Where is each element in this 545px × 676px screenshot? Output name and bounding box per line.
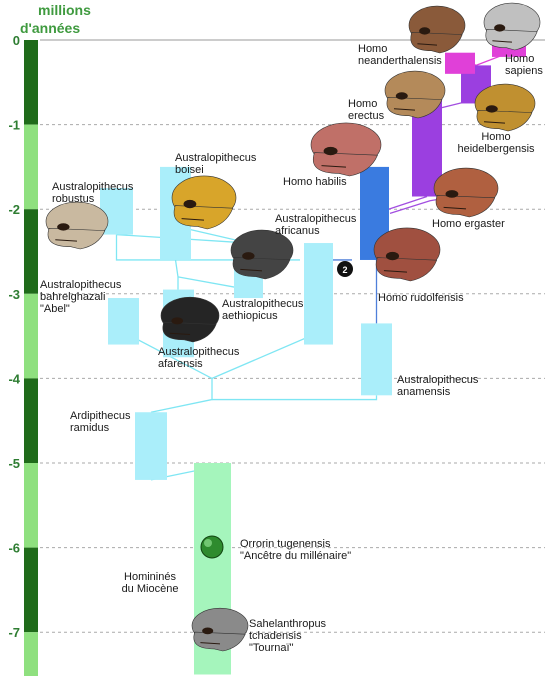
axis-segment-4: [24, 378, 38, 463]
skull-sapiens-icon: [483, 2, 541, 51]
bar-anamensis: [361, 323, 392, 396]
axis-segment-7: [24, 632, 38, 676]
axis-title-line2: d'années: [20, 20, 80, 36]
axis-segment-3: [24, 293, 38, 379]
bar-bahrelghazali: [108, 298, 139, 345]
skull-heidelbergensis-icon: [474, 83, 536, 132]
axis-segment-6: [24, 547, 38, 633]
skull-sahelanthropus-icon: [191, 607, 249, 652]
line-habilis-erectus: [388, 195, 428, 210]
time-axis: 0 -1 -2 -3 -4 -5 -6 -7: [8, 33, 38, 676]
label-orrorin: Orrorin tugenensis"Ancêtre du millénaire…: [240, 538, 351, 562]
axis-tick-label: -7: [8, 625, 20, 640]
axis-tick-label: -2: [8, 202, 20, 217]
skull-aethiopicus-icon: [230, 229, 294, 280]
skull-ergaster-icon: [433, 167, 499, 218]
node-marker-label: 2: [342, 265, 347, 275]
skull-erectus-icon: [384, 70, 446, 119]
line-afarensis-boisei: [174, 259, 179, 290]
axis-tick-label: -4: [8, 371, 20, 386]
axis-tick-label: -5: [8, 456, 20, 471]
node-marker-2: 2: [337, 261, 353, 277]
axis-tick-label: -3: [8, 287, 20, 302]
bar-africanus: [304, 243, 333, 345]
label-habilis: Homo habilis: [283, 176, 347, 188]
bar-ardipithecus: [135, 412, 167, 480]
axis-tick-label: -6: [8, 541, 20, 556]
skull-images: [45, 2, 541, 652]
line-node-anamensis: [212, 395, 378, 401]
axis-segment-2: [24, 209, 38, 294]
axis-title-line1: millions: [38, 2, 91, 18]
label-rudolfensis: Homo rudolfensis: [378, 292, 464, 304]
axis-segment-1: [24, 124, 38, 210]
skull-rudolfensis-icon: [373, 227, 441, 282]
skull-neanderthalensis-icon: [408, 5, 466, 54]
skull-habilis-icon: [310, 122, 382, 177]
orrorin-globe-icon: [200, 535, 224, 559]
skull-afarensis-icon: [160, 296, 220, 343]
skull-robustus-icon: [45, 201, 109, 250]
axis-segment-0: [24, 40, 38, 125]
axis-tick-label: -1: [8, 118, 20, 133]
axis-tick-label: 0: [13, 33, 20, 48]
line-ardi-node: [150, 378, 213, 413]
skull-boisei-icon: [171, 175, 237, 230]
axis-segment-5: [24, 463, 38, 548]
taxon-bars: [100, 44, 526, 675]
label-ergaster: Homo ergaster: [432, 218, 505, 230]
bar-neanderthalensis: [445, 52, 475, 74]
